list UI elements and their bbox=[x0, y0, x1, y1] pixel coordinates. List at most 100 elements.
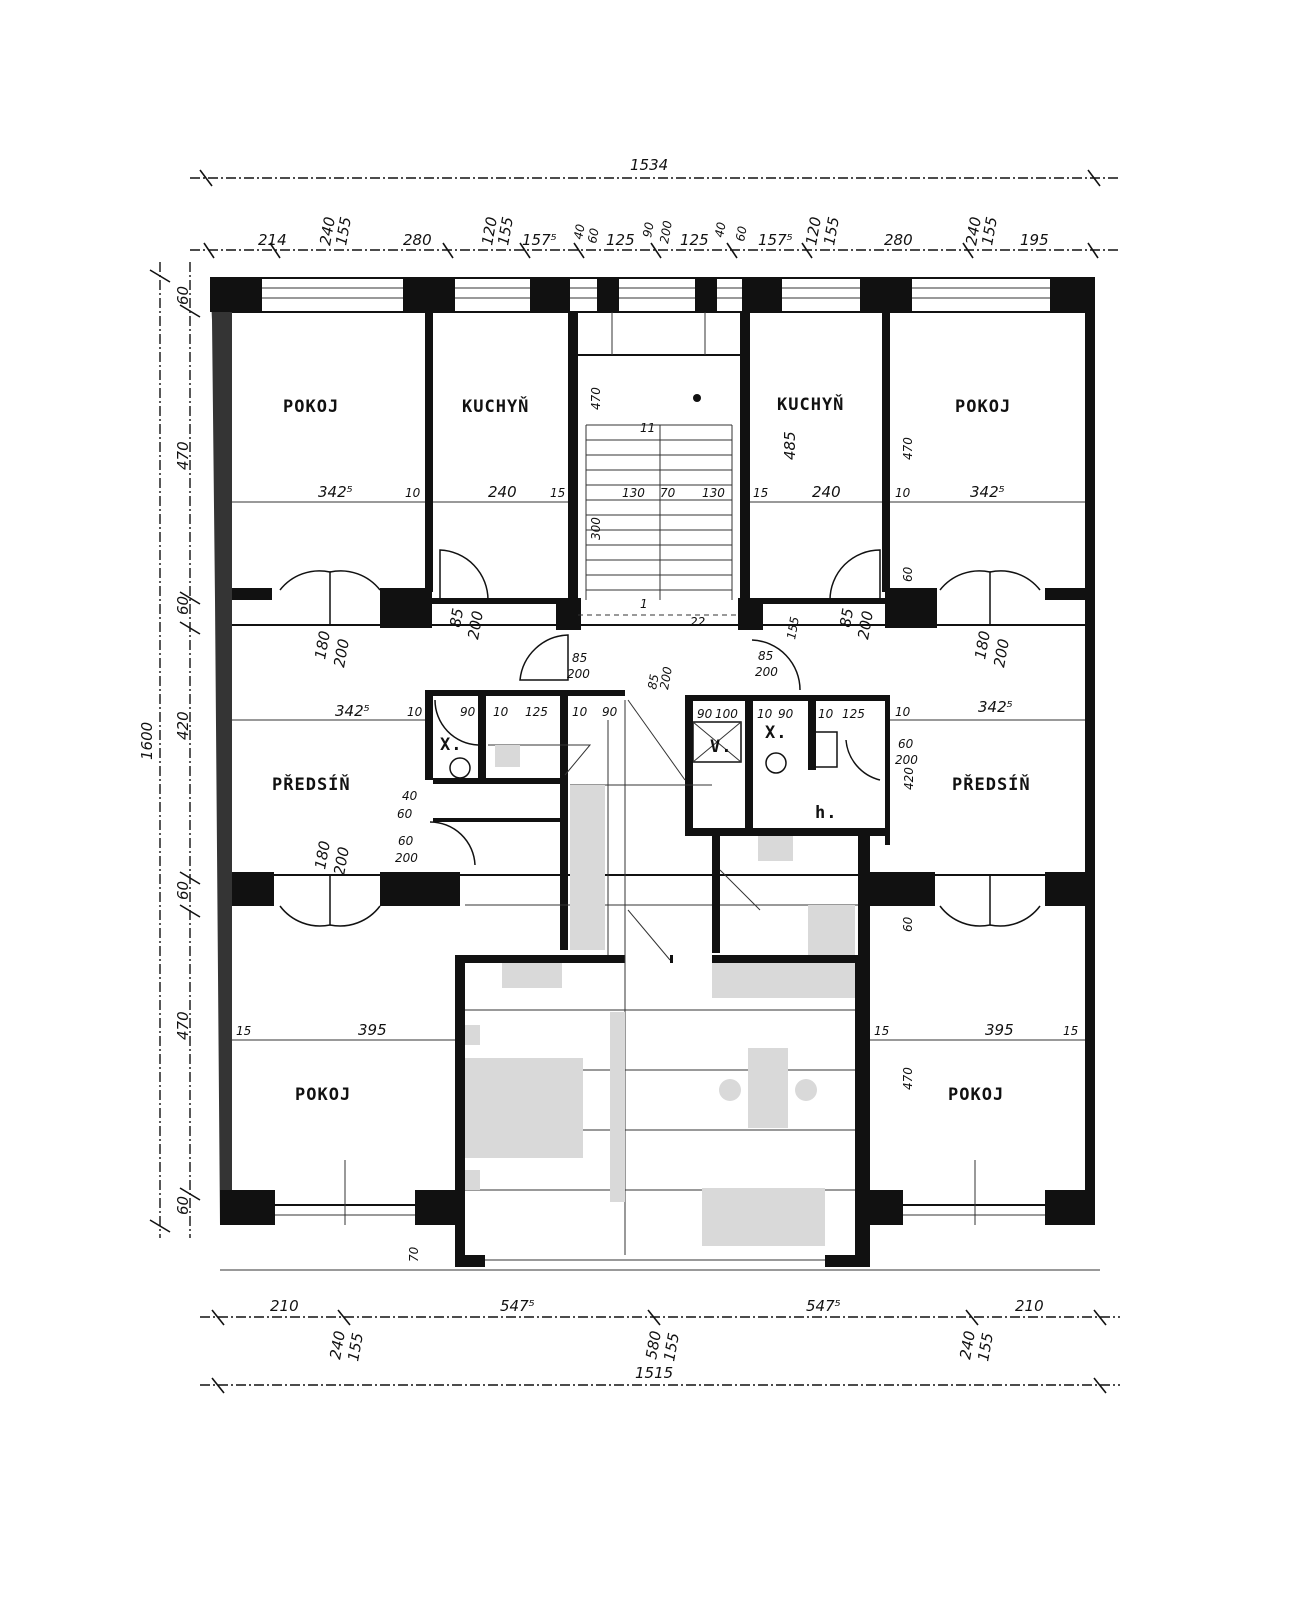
dim-label: 1 bbox=[640, 597, 648, 611]
dim-label: 11 bbox=[640, 421, 655, 435]
dim-label: 22 bbox=[690, 615, 705, 629]
dim-label: 280 bbox=[884, 231, 913, 249]
dim-label: 470 bbox=[174, 1011, 192, 1040]
dim-label: 200 bbox=[395, 851, 418, 865]
fixture-label: h. bbox=[815, 803, 837, 823]
dim-label: 120 bbox=[802, 215, 825, 246]
dim-label: 300 bbox=[589, 517, 603, 540]
dim-label: 90 bbox=[697, 707, 713, 721]
dim-label: 395 bbox=[985, 1021, 1014, 1039]
dim-label: 200 bbox=[990, 637, 1013, 668]
fixture-label: X. bbox=[765, 723, 787, 743]
dim-label: 85 bbox=[572, 651, 587, 665]
dim-label: 470 bbox=[901, 437, 915, 460]
dim-label: 70 bbox=[407, 1246, 421, 1262]
dim-label: 60 bbox=[174, 286, 192, 305]
dim-label: 214 bbox=[258, 231, 287, 249]
dim-label: 60 bbox=[398, 834, 414, 848]
dim-label: 85 bbox=[446, 607, 467, 629]
dim-label: 120 bbox=[478, 215, 501, 246]
dim-label: 10 bbox=[405, 486, 421, 500]
dim-label: 200 bbox=[895, 753, 918, 767]
dim-label: 280 bbox=[403, 231, 432, 249]
staircase bbox=[578, 312, 740, 616]
dim-label: 15 bbox=[550, 486, 565, 500]
dim-label: 100 bbox=[715, 707, 738, 721]
dim-label: 15 bbox=[874, 1024, 889, 1038]
dim-label: 10 bbox=[407, 705, 423, 719]
dim-label: 580 bbox=[642, 1329, 665, 1360]
dim-label: 60 bbox=[174, 881, 192, 900]
dim-label: 60 bbox=[174, 596, 192, 615]
dim-label: 130 bbox=[622, 486, 645, 500]
room-label-predsin: PŘEDSÍŇ bbox=[272, 773, 351, 795]
dim-label: 85 bbox=[836, 607, 857, 629]
dim-label: 85 bbox=[645, 673, 661, 690]
dining-table bbox=[748, 1048, 788, 1128]
dim-label: 342⁵ bbox=[335, 702, 370, 720]
dim-label: 210 bbox=[270, 1297, 299, 1315]
dim-label: 180 bbox=[311, 839, 334, 870]
dim-label: 10 bbox=[895, 486, 911, 500]
dim-label: 342⁵ bbox=[970, 483, 1005, 501]
dim-label: 485 bbox=[781, 431, 799, 460]
dim-label: 155 bbox=[820, 215, 843, 246]
interior-walls bbox=[232, 312, 1085, 965]
doors bbox=[232, 501, 1085, 1225]
room-label-predsin: PŘEDSÍŇ bbox=[952, 773, 1031, 795]
dim-label: 155 bbox=[660, 1331, 683, 1362]
dim-label: 547⁵ bbox=[500, 1297, 535, 1315]
dim-label: 10 bbox=[895, 705, 911, 719]
toilet-icon bbox=[449, 757, 471, 779]
dim-label: 200 bbox=[755, 665, 778, 679]
room-label-pokoj: POKOJ bbox=[295, 1085, 351, 1105]
dim-label: 155 bbox=[978, 215, 1001, 246]
toilet-icon bbox=[765, 752, 787, 774]
dim-label: 60 bbox=[585, 227, 602, 245]
dim-label: 240 bbox=[488, 483, 517, 501]
dim-label: 157⁵ bbox=[522, 231, 557, 249]
dim-label: 200 bbox=[464, 609, 487, 640]
dim-label: 180 bbox=[971, 629, 994, 660]
bottom-dimensions: 210 547⁵ 547⁵ 210 240 155 580 155 240 15… bbox=[200, 1269, 1120, 1394]
dim-label: 240 bbox=[956, 1329, 979, 1360]
dim-label: 40 bbox=[712, 221, 729, 239]
dim-label: 200 bbox=[854, 609, 877, 640]
dim-label: 60 bbox=[733, 225, 750, 243]
dim-label: 155 bbox=[974, 1331, 997, 1362]
dim-label: 60 bbox=[898, 737, 914, 751]
dim-label: 420 bbox=[174, 711, 192, 740]
fixture-label: X. bbox=[440, 735, 462, 755]
dim-label: 420 bbox=[902, 767, 916, 790]
dim-overall-left: 1600 bbox=[138, 722, 156, 760]
dim-label: 210 bbox=[1015, 1297, 1044, 1315]
dim-label: 90 bbox=[460, 705, 476, 719]
fixtures: X. X. V. h. bbox=[440, 721, 838, 823]
dim-overall-top: 1534 bbox=[630, 156, 668, 174]
dim-label: 130 bbox=[702, 486, 725, 500]
room-label-kuchyn: KUCHYŇ bbox=[462, 395, 529, 417]
dim-label: 40 bbox=[402, 789, 418, 803]
dim-label: 395 bbox=[358, 1021, 387, 1039]
room-labels: POKOJ KUCHYŇ KUCHYŇ POKOJ PŘEDSÍŇ PŘEDSÍ… bbox=[272, 393, 1031, 1105]
dim-label: 125 bbox=[606, 231, 635, 249]
dim-label: 125 bbox=[842, 707, 865, 721]
dim-label: 200 bbox=[657, 665, 675, 690]
dim-label: 10 bbox=[757, 707, 773, 721]
dim-label: 547⁵ bbox=[806, 1297, 841, 1315]
dim-label: 470 bbox=[174, 441, 192, 470]
dim-label: 10 bbox=[818, 707, 834, 721]
room-label-pokoj: POKOJ bbox=[955, 397, 1011, 417]
dim-label: 200 bbox=[657, 219, 675, 244]
dim-label: 180 bbox=[311, 629, 334, 660]
inner-dimensions: 342⁵ 10 240 15 130 70 130 15 240 10 342⁵… bbox=[236, 387, 1078, 1262]
dim-label: 157⁵ bbox=[758, 231, 793, 249]
dim-label: 240 bbox=[962, 215, 985, 246]
dim-label: 15 bbox=[753, 486, 768, 500]
dim-label: 200 bbox=[567, 667, 590, 681]
central-apartment-insert bbox=[455, 696, 870, 1267]
dim-label: 470 bbox=[901, 1067, 915, 1090]
dim-label: 10 bbox=[572, 705, 588, 719]
dim-label: 60 bbox=[901, 566, 915, 582]
